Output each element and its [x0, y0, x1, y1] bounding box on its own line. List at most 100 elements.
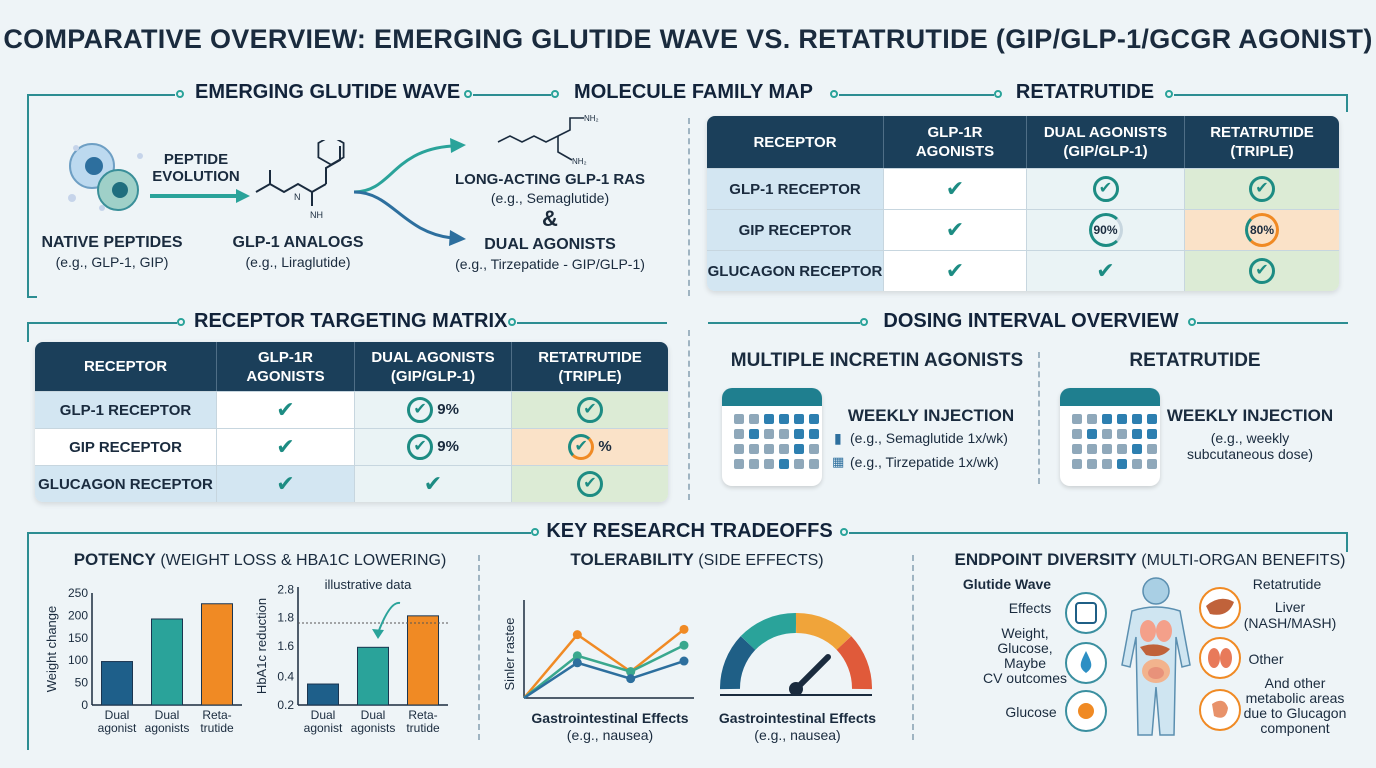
endpoint-title: ENDPOINT DIVERSITY (MULTI-ORGAN BENEFITS…: [950, 550, 1350, 570]
weight-change-chart: Weight change050100150200250DualagonistD…: [44, 586, 242, 735]
percent-ring-icon: 80%: [1245, 213, 1279, 247]
dosing-right-title: RETATRUTIDE: [1129, 350, 1261, 371]
divider-dot: [1165, 90, 1173, 98]
receptor-cell: GIP RECEPTOR: [35, 428, 217, 465]
divider: [1346, 532, 1348, 552]
divider: [839, 94, 994, 96]
divider-dot: [176, 90, 184, 98]
branch-arrows-icon: [353, 138, 466, 246]
receptor-cell: GIP RECEPTOR: [707, 209, 884, 250]
calendar-icon: [722, 388, 822, 486]
annotation-arrow: [377, 601, 401, 634]
section-title-matrix: RECEPTOR TARGETING MATRIX: [194, 310, 508, 332]
organ-icons-left: [1065, 592, 1107, 732]
divider: [1197, 322, 1348, 324]
tolerability-title-main: TOLERABILITY: [570, 550, 694, 569]
tolerability-title: TOLERABILITY (SIDE EFFECTS): [512, 550, 882, 570]
page-title: COMPARATIVE OVERVIEW: EMERGING GLUTIDE W…: [3, 24, 1373, 54]
table-row: GLP-1 RECEPTOR ✔ ✔ ✔: [707, 168, 1339, 209]
divider: [1038, 352, 1040, 484]
table-row: GIP RECEPTOR ✔ ✔ 9% ✔ %: [35, 428, 668, 465]
y-tick-label: 1.8: [277, 611, 294, 625]
chart-note: illustrative data: [325, 577, 412, 592]
receptor-cell: GLP-1 RECEPTOR: [35, 391, 217, 428]
data-point: [679, 656, 689, 666]
tolerability-xsub: (e.g., nausea): [566, 727, 654, 743]
bar: [201, 603, 233, 706]
data-point: [572, 630, 582, 640]
gauge-xsub: (e.g., nausea): [754, 727, 841, 743]
section-title-tradeoffs: KEY RESEARCH TRADEOFFS: [546, 520, 833, 542]
check-icon: ✔: [1096, 258, 1115, 283]
y-tick-label: 0: [81, 698, 88, 712]
data-point: [572, 651, 582, 661]
divider: [517, 322, 667, 324]
potency-title: POTENCY (WEIGHT LOSS & HbA1c LOWERING): [40, 550, 480, 570]
x-tick-label: agonists: [351, 721, 396, 735]
check-icon: ✔: [945, 217, 965, 242]
dosing-left-label: WEEKLY INJECTION: [847, 406, 1015, 425]
column-header: RETATRUTIDE (TRIPLE): [1185, 116, 1339, 168]
percent-value: 9%: [437, 437, 459, 455]
bar: [357, 646, 389, 706]
chart-icon: ▦: [832, 454, 845, 469]
section-title-family-map: MOLECULE FAMILY MAP: [574, 81, 813, 103]
receptor-cell: GLUCAGON RECEPTOR: [707, 250, 884, 291]
series-line: [523, 644, 685, 699]
evolution-arrow-icon: [150, 189, 250, 203]
annotation-arrow-head: [372, 629, 384, 639]
check-circle-icon: ✔: [1249, 176, 1275, 202]
divider: [688, 330, 690, 500]
column-header: DUAL AGONISTS (GIP/GLP-1): [355, 342, 512, 391]
percent-ring-icon: 90%: [1088, 213, 1123, 247]
y-tick-label: 1.6: [277, 639, 294, 653]
y-tick-label: 250: [68, 586, 88, 600]
glp1-analogs-label: GLP-1 ANALOGS: [232, 234, 364, 251]
x-tick-label: Dual: [311, 708, 336, 722]
divider-dot: [840, 528, 848, 536]
dosing-left-title: MULTIPLE INCRETIN AGONISTS: [730, 350, 1024, 371]
divider: [1174, 94, 1348, 96]
section-title-retatrutide: RETATRUTIDE: [1015, 81, 1155, 103]
receptor-cell: GLUCAGON RECEPTOR: [35, 465, 217, 502]
weight-label: Weight, Glucose, Maybe CV outcomes: [982, 625, 1068, 686]
table-row: GLUCAGON RECEPTOR ✔ ✔ ✔: [707, 250, 1339, 291]
y-tick-label: 0.4: [277, 670, 294, 684]
gauge-icon: [720, 612, 872, 696]
x-tick-label: agonist: [98, 721, 137, 735]
divider: [27, 94, 29, 296]
x-tick-label: trutide: [200, 721, 234, 735]
dual-agonists-sub: (e.g., Tirzepatide - GIP/GLP-1): [455, 256, 645, 272]
other-label: Other: [1248, 651, 1284, 667]
data-point: [572, 658, 582, 668]
dual-agonists-label: DUAL AGONISTS: [484, 236, 616, 253]
dosing-left-example: (e.g., Semaglutide 1x/wk): [850, 430, 1008, 446]
dosing-left-example: (e.g., Tirzepatide 1x/wk): [850, 454, 999, 470]
data-point: [679, 640, 689, 650]
endpoint-title-rest: (MULTI-ORGAN BENEFITS): [1141, 552, 1346, 569]
x-tick-label: trutide: [406, 721, 440, 735]
divider: [478, 555, 480, 740]
bar: [307, 683, 339, 706]
glutide-wave-heading: Glutide Wave: [962, 576, 1052, 592]
x-tick-label: Dual: [105, 708, 130, 722]
liver-label: Liver (NASH/MASH): [1243, 599, 1337, 631]
table-row: GLP-1 RECEPTOR ✔ ✔ 9% ✔: [35, 391, 668, 428]
human-body-icon: [1121, 577, 1191, 736]
y-axis-label: Sinler rastee: [502, 618, 517, 691]
y-axis-label: HbA1c reduction: [254, 598, 269, 694]
peptide-evolution-label: PEPTIDE EVOLUTION: [152, 151, 240, 185]
divider: [27, 322, 177, 324]
divider: [688, 118, 690, 296]
table-row: GIP RECEPTOR ✔ 90% 80%: [707, 209, 1339, 250]
check-circle-icon: ✔: [407, 434, 434, 460]
divider-dot: [177, 318, 185, 326]
section-title-wave: EMERGING GLUTIDE WAVE: [195, 81, 461, 103]
divider-dot: [1188, 318, 1196, 326]
native-peptides-icon: [68, 143, 143, 211]
check-icon: ✔: [945, 176, 965, 201]
data-point: [679, 624, 689, 634]
gauge-xlabel: Gastrointestinal Effects: [718, 710, 877, 726]
receptor-targeting-table: RECEPTOR GLP-1R AGONISTS DUAL AGONISTS (…: [35, 342, 668, 502]
glucose-label: Glucose: [1005, 704, 1057, 720]
